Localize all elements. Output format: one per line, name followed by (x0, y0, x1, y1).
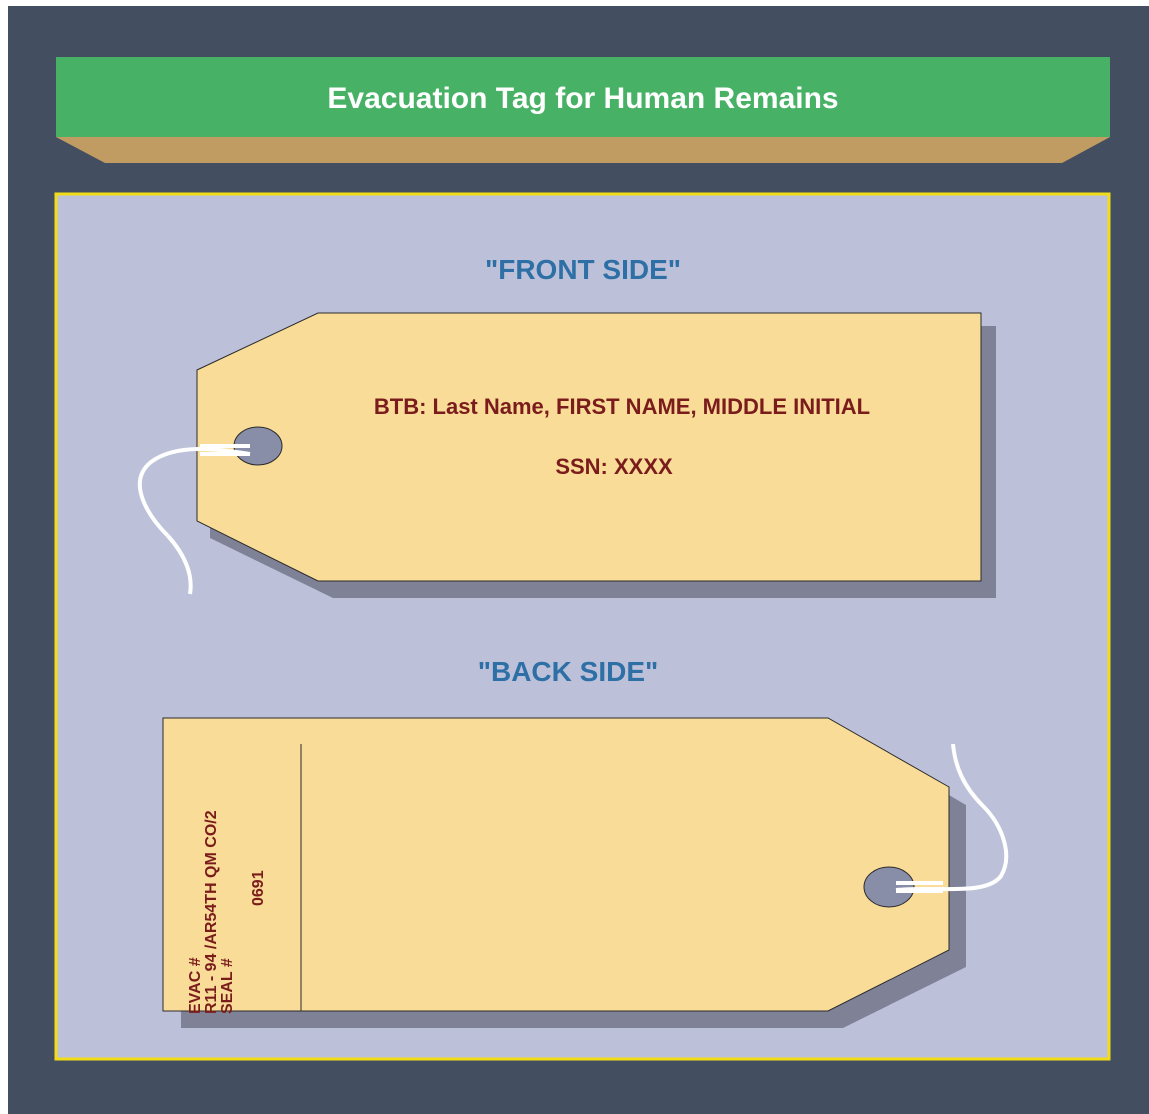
front-ssn-line: SSN: XXXX (555, 454, 673, 479)
page-title: Evacuation Tag for Human Remains (327, 82, 838, 115)
diagram-canvas: Evacuation Tag for Human Remains "FRONT … (8, 6, 1149, 1114)
front-string (138, 447, 251, 595)
back-seal-line: SEAL # (219, 958, 236, 1014)
front-btb-line: BTB: Last Name, FIRST NAME, MIDDLE INITI… (374, 394, 870, 419)
back-side-label: "BACK SIDE" (478, 656, 659, 687)
front-string-loop (200, 444, 250, 456)
front-tag-body (196, 312, 982, 582)
back-evac-line: EVAC # (187, 957, 204, 1014)
title-banner (56, 57, 1110, 137)
back-unit-line: R11 - 94 /AR54TH QM CO/2 (203, 810, 220, 1014)
back-tag: EVAC # R11 - 94 /AR54TH QM CO/2 SEAL # 0… (162, 717, 1009, 1028)
front-tag: BTB: Last Name, FIRST NAME, MIDDLE INITI… (138, 312, 996, 598)
back-seal-number: 0691 (250, 870, 267, 906)
front-side-label: "FRONT SIDE" (485, 254, 681, 285)
back-string (895, 743, 1009, 892)
slide: Evacuation Tag for Human Remains "FRONT … (8, 6, 1149, 1114)
back-tag-hole (863, 866, 915, 908)
banner-bevel (56, 137, 1110, 163)
back-tag-body (162, 717, 950, 1012)
back-string-loop (896, 881, 943, 893)
